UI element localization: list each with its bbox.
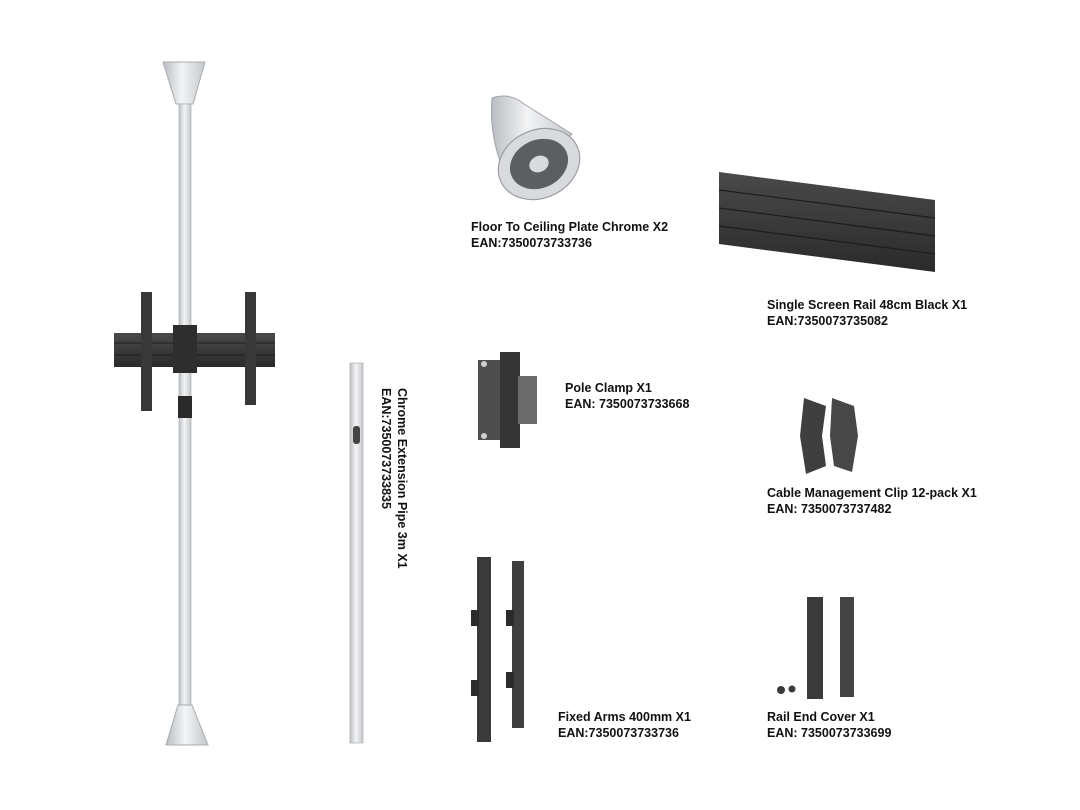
screen-rail-image — [718, 172, 936, 272]
assembled-stand-image — [114, 61, 275, 746]
cable-clip-ean: EAN: 7350073737482 — [767, 502, 892, 516]
pole-clamp-ean: EAN: 7350073733668 — [565, 397, 690, 411]
fixed-arms-label: Fixed Arms 400mm X1 EAN:7350073733736 — [558, 709, 691, 741]
ceiling-plate-image — [490, 95, 581, 201]
cable-clip-label: Cable Management Clip 12-pack X1 EAN: 73… — [767, 485, 977, 517]
pole-clamp-label: Pole Clamp X1 EAN: 7350073733668 — [565, 380, 689, 412]
ceiling-plate-ean: EAN:7350073733736 — [471, 236, 592, 250]
pole-clamp-name: Pole Clamp X1 — [565, 381, 652, 395]
extension-pipe-ean: EAN:7350073733835 — [379, 388, 393, 509]
rail-end-cover-name: Rail End Cover X1 — [767, 710, 875, 724]
fixed-arms-image — [471, 557, 524, 742]
rail-end-cover-image — [777, 597, 854, 699]
rail-end-cover-ean: EAN: 7350073733699 — [767, 726, 892, 740]
rail-end-cover-label: Rail End Cover X1 EAN: 7350073733699 — [767, 709, 891, 741]
extension-pipe-name: Chrome Extension Pipe 3m X1 — [395, 388, 409, 569]
cable-clip-image — [800, 398, 858, 474]
screen-rail-name: Single Screen Rail 48cm Black X1 — [767, 298, 968, 312]
extension-pipe-image — [349, 362, 364, 744]
pole-clamp-image — [478, 352, 537, 448]
ceiling-plate-name: Floor To Ceiling Plate Chrome X2 — [471, 220, 669, 234]
fixed-arms-name: Fixed Arms 400mm X1 — [558, 710, 691, 724]
ceiling-plate-label: Floor To Ceiling Plate Chrome X2 EAN:735… — [471, 219, 668, 251]
cable-clip-name: Cable Management Clip 12-pack X1 — [767, 486, 977, 500]
extension-pipe-label: Chrome Extension Pipe 3m X1 EAN:73500737… — [378, 388, 410, 569]
fixed-arms-ean: EAN:7350073733736 — [558, 726, 679, 740]
screen-rail-ean: EAN:7350073735082 — [767, 314, 888, 328]
screen-rail-label: Single Screen Rail 48cm Black X1 EAN:735… — [767, 297, 967, 329]
